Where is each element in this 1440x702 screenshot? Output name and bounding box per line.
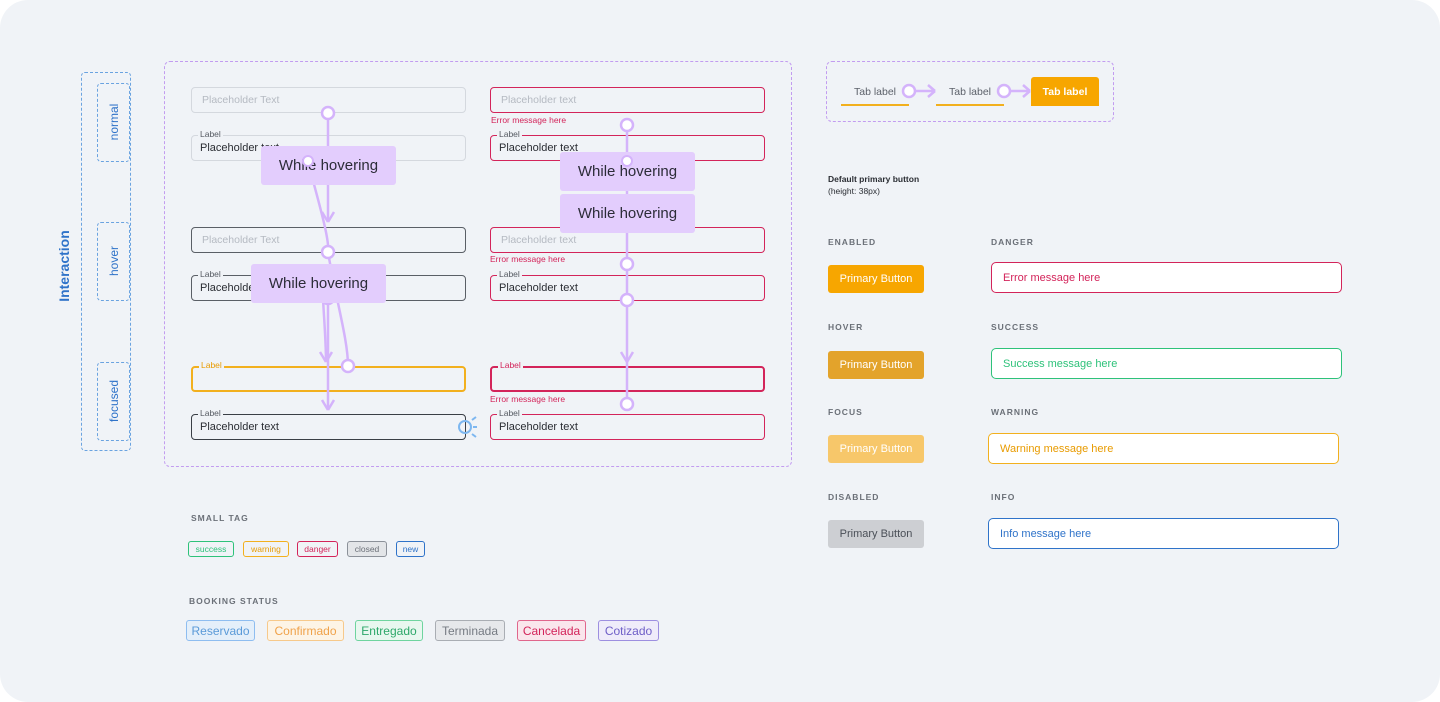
field-label: Label	[497, 269, 522, 279]
tag-success: success	[188, 541, 234, 557]
tag-warning: warning	[243, 541, 289, 557]
error-message: Error message here	[491, 115, 567, 125]
placeholder-text: Placeholder text	[501, 234, 577, 246]
primary-button-enabled[interactable]: Primary Button	[828, 265, 924, 293]
status-terminada: Terminada	[435, 620, 505, 641]
tag-new: new	[396, 541, 425, 557]
field-label: Label	[198, 408, 223, 418]
field-label: Label	[497, 129, 522, 139]
danger-title: DANGER	[991, 237, 1034, 247]
focus-title: FOCUS	[828, 407, 863, 417]
input-error-focused-filled[interactable]: Label Placeholder text	[490, 408, 765, 440]
placeholder-text: Placeholder Text	[202, 234, 280, 246]
booking-status-title: BOOKING STATUS	[189, 596, 279, 606]
state-focused-label: focused	[107, 379, 121, 423]
enabled-title: ENABLED	[828, 237, 877, 247]
primary-button-hover[interactable]: Primary Button	[828, 351, 924, 379]
field-value: Placeholder text	[200, 142, 279, 154]
while-hovering-annotation: While hovering	[251, 264, 386, 303]
tabs-frame	[826, 61, 1114, 122]
tab-label-1[interactable]: Tab label	[853, 86, 897, 98]
input-states-frame	[164, 61, 792, 467]
info-message: Info message here	[988, 518, 1339, 549]
error-message: Error message here	[490, 394, 566, 404]
status-confirmado: Confirmado	[267, 620, 344, 641]
primary-button-focus[interactable]: Primary Button	[828, 435, 924, 463]
field-value: Placeholder text	[200, 421, 279, 433]
placeholder-text: Placeholder text	[501, 94, 577, 106]
field-label: Label	[198, 129, 223, 139]
tab-active-3[interactable]: Tab label	[1031, 77, 1099, 106]
info-title: INFO	[991, 492, 1016, 502]
while-hovering-annotation: While hovering	[261, 146, 396, 185]
state-normal-frame	[97, 83, 130, 162]
while-hovering-annotation: While hovering	[560, 194, 695, 233]
warning-title: WARNING	[991, 407, 1040, 417]
danger-message: Error message here	[991, 262, 1342, 293]
field-value: Placeholder text	[499, 142, 578, 154]
warning-message: Warning message here	[988, 433, 1339, 464]
field-label: Label	[199, 360, 224, 370]
input-normal-placeholder[interactable]: Placeholder Text	[191, 87, 466, 113]
state-hover-label: hover	[107, 245, 121, 277]
status-cotizado: Cotizado	[598, 620, 659, 641]
tag-danger: danger	[297, 541, 338, 557]
hover-title: HOVER	[828, 322, 864, 332]
field-label: Label	[497, 408, 522, 418]
tab-underline-1	[841, 104, 909, 106]
status-entregado: Entregado	[355, 620, 423, 641]
input-error-focused-empty[interactable]: Label	[490, 360, 765, 392]
while-hovering-annotation: While hovering	[560, 152, 695, 191]
small-tag-title: SMALL TAG	[191, 513, 249, 523]
button-note-subtitle: (height: 38px)	[828, 186, 880, 196]
state-hover-frame	[97, 222, 130, 301]
placeholder-text: Placeholder Text	[202, 94, 280, 106]
tag-closed: closed	[347, 541, 387, 557]
field-label: Label	[498, 360, 523, 370]
input-focused-empty[interactable]: Label	[191, 360, 466, 392]
success-title: SUCCESS	[991, 322, 1040, 332]
error-message: Error message here	[490, 254, 566, 264]
primary-button-disabled: Primary Button	[828, 520, 924, 548]
tab-underline-2	[936, 104, 1004, 106]
success-message: Success message here	[991, 348, 1342, 379]
field-value: Placeholder text	[499, 282, 578, 294]
button-note-title: Default primary button	[828, 174, 920, 184]
interaction-title: Interaction	[56, 230, 72, 302]
input-error-hover-labeled[interactable]: Label Placeholder text	[490, 269, 765, 301]
input-focused-filled[interactable]: Label Placeholder text	[191, 408, 466, 440]
field-value: Placeholder text	[499, 421, 578, 433]
field-label: Label	[198, 269, 223, 279]
input-error-normal-placeholder[interactable]: Placeholder text	[490, 87, 765, 113]
disabled-title: DISABLED	[828, 492, 880, 502]
input-hover-placeholder[interactable]: Placeholder Text	[191, 227, 466, 253]
status-reservado: Reservado	[186, 620, 255, 641]
status-cancelada: Cancelada	[517, 620, 586, 641]
tab-label-3: Tab label	[1042, 85, 1088, 98]
state-focused-frame	[97, 362, 130, 441]
interaction-group-frame	[81, 72, 131, 451]
tab-label-2[interactable]: Tab label	[948, 86, 992, 98]
state-normal-label: normal	[107, 103, 121, 141]
